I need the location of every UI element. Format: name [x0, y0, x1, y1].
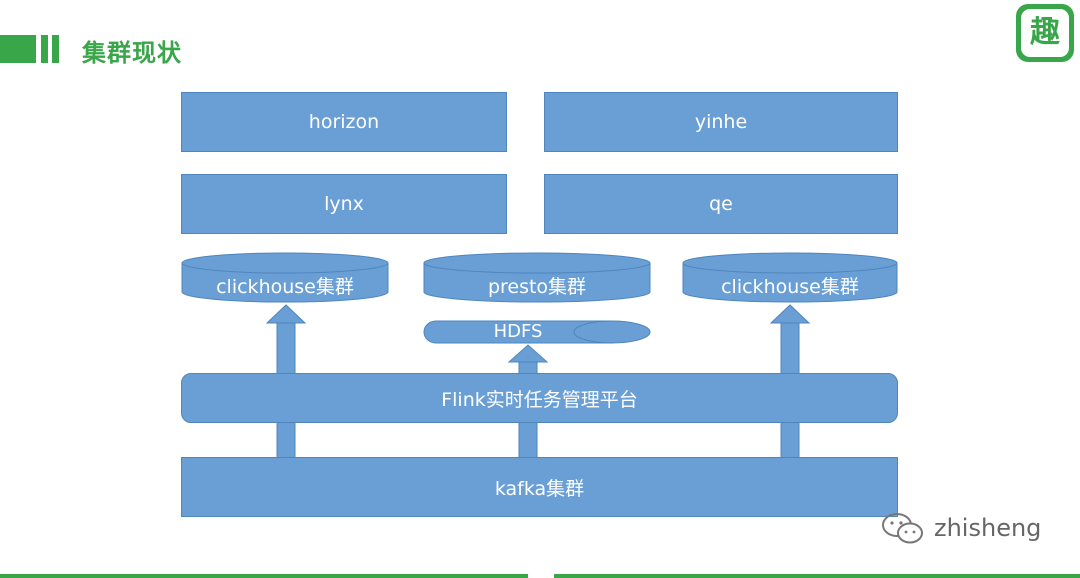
watermark-text: zhisheng: [934, 514, 1042, 542]
hdfs-cylinder: [423, 320, 651, 344]
clickhouse-left-label: clickhouse集群: [216, 276, 354, 298]
kafka-cluster-box: kafka集群: [181, 457, 898, 517]
cylinder-center: [423, 252, 651, 303]
footer-line-left: [0, 574, 528, 578]
wechat-icon: [882, 513, 923, 544]
cylinder-left: [181, 252, 389, 303]
flink-platform-box: Flink实时任务管理平台: [181, 373, 898, 423]
brand-logo: 趣: [1016, 4, 1074, 62]
presto-label: presto集群: [487, 276, 587, 298]
clickhouse-right-label: clickhouse集群: [721, 276, 859, 298]
cylinder-right: [682, 252, 898, 303]
brand-logo-char: 趣: [1021, 9, 1069, 57]
horizon-box: horizon: [181, 92, 507, 152]
footer-line-right: [554, 574, 1080, 578]
lynx-box: lynx: [181, 174, 507, 234]
page-title: 集群现状: [82, 39, 182, 67]
hdfs-label: HDFS: [493, 321, 543, 342]
qe-box: qe: [544, 174, 898, 234]
yinhe-box: yinhe: [544, 92, 898, 152]
wechat-watermark: zhisheng: [880, 508, 1041, 548]
